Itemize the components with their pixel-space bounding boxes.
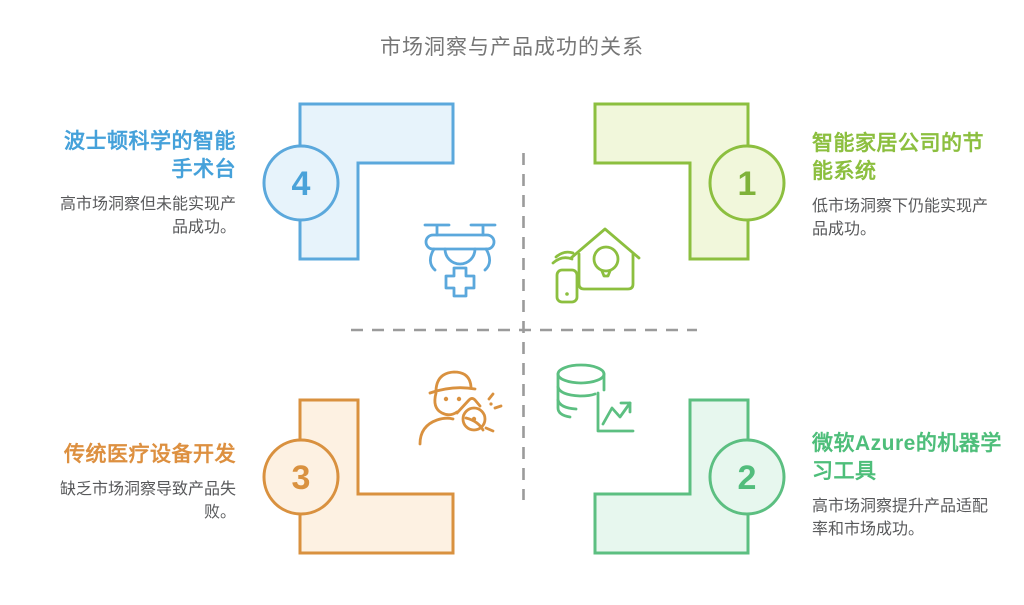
whistle-person-icon <box>418 370 503 446</box>
page-title: 市场洞察与产品成功的关系 <box>380 36 644 59</box>
quadrant-3-group: 3 <box>262 370 503 555</box>
quadrant-4-description: 高市场洞察但未能实现产 品成功。 <box>59 196 236 236</box>
smart-home-icon <box>551 227 641 304</box>
quadrant-2-group: 2 <box>556 363 786 555</box>
quadrant-3-textblock: 传统医疗设备开发 缺乏市场洞察导致产品失 败。 <box>30 441 236 524</box>
quadrant-1-number-circle <box>708 144 786 222</box>
quadrant-2-title: 微软Azure的机器学 习工具 <box>812 432 1002 483</box>
quadrant-2-description: 高市场洞察提升产品适配 率和市场成功。 <box>812 498 989 538</box>
quadrant-1-group: 1 <box>551 102 786 304</box>
quadrant-1-number: 1 <box>738 165 757 203</box>
quadrant-1-title: 智能家居公司的节 能系统 <box>812 132 984 183</box>
medical-drone-icon <box>423 223 497 298</box>
quadrant-3-shape <box>298 398 455 555</box>
quadrant-3-number: 3 <box>292 459 311 497</box>
quadrant-4-title: 波士顿科学的智能 手术台 <box>64 130 236 181</box>
quadrant-3-number-circle <box>262 438 340 516</box>
database-chart-icon <box>556 363 635 433</box>
quadrant-2-shape <box>593 398 750 555</box>
quadrant-4-number: 4 <box>292 165 311 203</box>
quadrant-4-group: 4 <box>262 102 497 298</box>
quadrant-2-textblock: 微软Azure的机器学 习工具 高市场洞察提升产品适配 率和市场成功。 <box>812 430 1012 541</box>
quadrant-4-textblock: 波士顿科学的智能 手术台 高市场洞察但未能实现产 品成功。 <box>30 128 236 239</box>
quadrant-3-description: 缺乏市场洞察导致产品失 败。 <box>59 481 236 521</box>
quadrant-1-shape <box>593 102 750 261</box>
quadrant-3-title: 传统医疗设备开发 <box>64 443 236 466</box>
quadrant-2-number: 2 <box>738 459 757 497</box>
quadrant-1-textblock: 智能家居公司的节 能系统 低市场洞察下仍能实现产 品成功。 <box>812 130 1012 241</box>
quadrant-4-number-circle <box>262 144 340 222</box>
quadrant-4-shape <box>298 102 455 261</box>
quadrant-2-number-circle <box>708 438 786 516</box>
quadrant-1-description: 低市场洞察下仍能实现产 品成功。 <box>812 198 989 238</box>
